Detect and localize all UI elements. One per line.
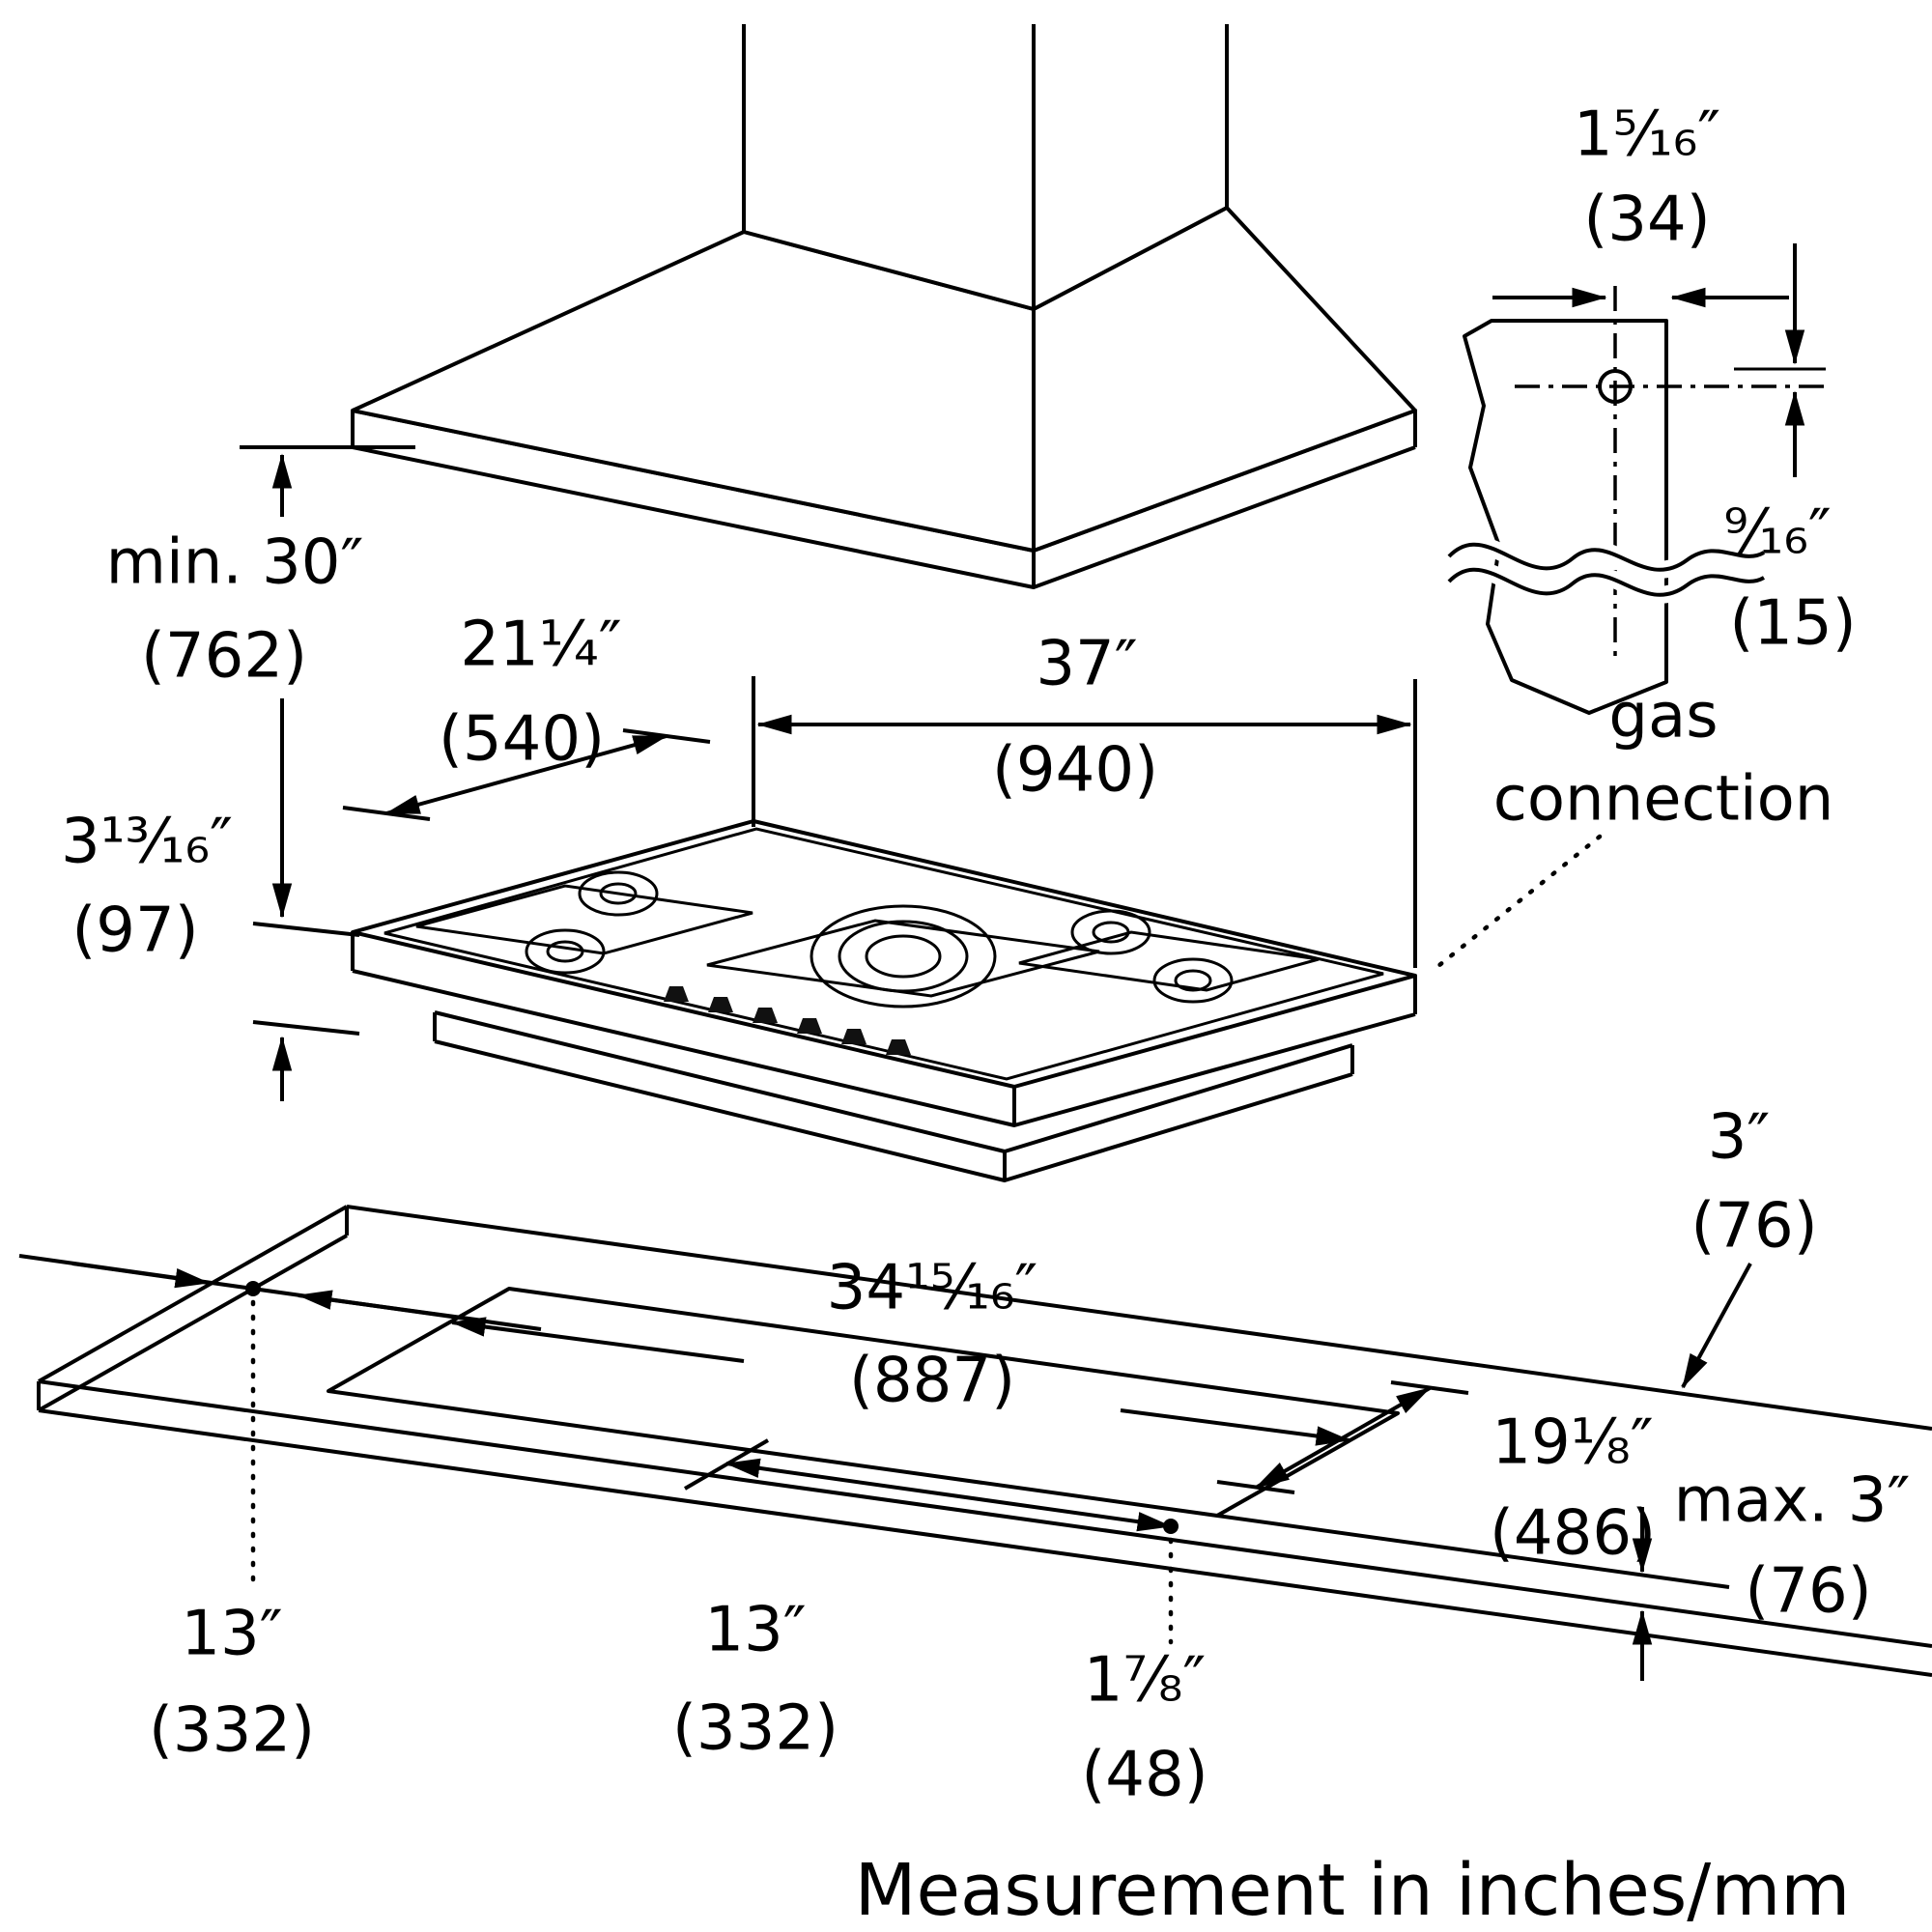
gas-position-dot-front [1163,1519,1179,1534]
dim-cooktop-depth-in: 21¹⁄₄″ [460,609,622,681]
dim-gas-pos-left-in: 13″ [181,1598,283,1670]
dim-front-clearance-mm: (76) [1745,1555,1872,1628]
burner-left-rear [578,870,659,917]
countertop-cutout-plan [18,1205,1932,1681]
range-hood [351,24,1417,589]
dim-gas-offset-v-mm: (15) [1729,587,1857,660]
cooktop-top-face [351,819,1417,1089]
grate-left [415,884,753,955]
dim-gas-pos-front-mm: (48) [1081,1739,1208,1811]
dim-cooktop-height-mm: (97) [71,895,199,967]
dim-gas-pos-front-in: 1⁷⁄₈″ [1083,1644,1207,1717]
footer-units-note: Measurement in inches/mm [854,1849,1851,1932]
dim-cooktop-depth-mm: (540) [438,703,606,776]
gas-connection-label-line1: gas [1608,680,1719,753]
dim-gas-offset-h-mm: (34) [1583,184,1711,256]
gas-pipe [1447,542,1766,572]
dim-cutout-depth-in: 19¹⁄₈″ [1492,1406,1654,1479]
cooktop [351,819,1417,1182]
gas-connection-label-line2: connection [1492,763,1834,836]
dim-gas-pos-cutout-in: 13″ [704,1594,807,1666]
wall-gas-detail [1431,243,1826,973]
burner-right-rear [1070,909,1151,955]
dim-cooktop-height-in: 3¹³⁄₁₆″ [61,806,233,878]
dimension-annotations-upper [240,445,1417,1101]
burner-center-large [810,904,997,1009]
gas-connection-leader [1431,834,1603,973]
control-knobs [664,986,911,1055]
dim-hood-clearance-in: min. 30″ [105,526,364,599]
dim-hood-clearance-mm: (762) [140,620,308,693]
counter-left-edge [37,1205,349,1412]
dim-cooktop-width-mm: (940) [991,734,1159,807]
dim-gas-offset-v-in: ⁹⁄₁₆″ [1723,497,1832,569]
gas-position-dot-left [245,1281,261,1296]
gas-inlet-hole [1598,369,1633,404]
dim-gas-pos-left-mm: (332) [148,1694,316,1767]
dim-gas-pos-cutout-mm: (332) [671,1692,839,1765]
cooktop-chassis [433,1010,1354,1182]
dim-cutout-width-mm: (887) [848,1345,1016,1417]
burner-left-front [525,928,606,975]
grate-right [1018,930,1320,992]
dim-gas-offset-h-in: 1⁵⁄₁₆″ [1573,99,1721,171]
dim-cooktop-width-in: 37″ [1036,628,1138,700]
dim-rear-clearance-mm: (76) [1690,1190,1818,1263]
counter-back-edge [346,1205,1932,1431]
dim-rear-clearance-in: 3″ [1707,1101,1771,1174]
wall-cross-section [1463,319,1668,715]
burner-right-front [1152,957,1234,1004]
dim-cutout-width-in: 34¹⁵⁄₁₆″ [826,1252,1038,1324]
dim-front-clearance-in: max. 3″ [1673,1464,1911,1537]
dim-cutout-depth-mm: (486) [1489,1497,1657,1570]
